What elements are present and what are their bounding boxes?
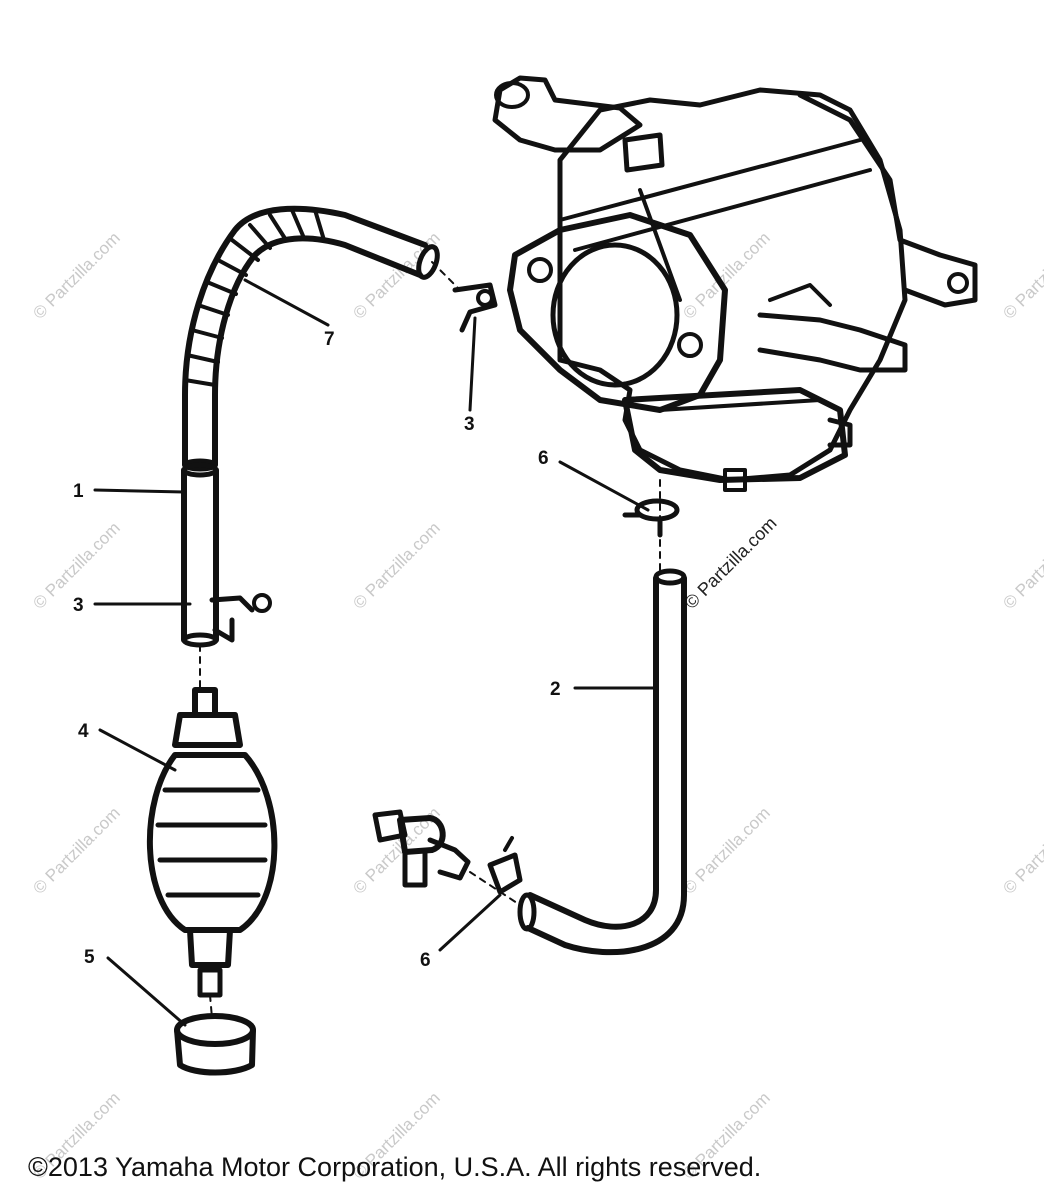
primer-bulb-4 [146, 687, 278, 998]
callout-4: 4 [78, 721, 89, 742]
clip-5 [174, 1013, 256, 1076]
fuel-joint [372, 809, 471, 888]
copyright-notice: ©2013 Yamaha Motor Corporation, U.S.A. A… [28, 1152, 762, 1182]
callout-6-upper: 6 [538, 448, 549, 469]
leader-5 [106, 956, 187, 1027]
hose-7 [182, 205, 440, 472]
watermark: © Partzilla.com [349, 518, 443, 612]
carburetor-drawing [492, 75, 978, 492]
hose-2 [517, 568, 687, 956]
clamp-3-upper [452, 282, 498, 333]
callout-5: 5 [84, 947, 95, 968]
leader-6-lower [438, 893, 502, 952]
watermark: © Partzilla.com [29, 803, 123, 897]
watermark: © Partzilla.com [999, 803, 1044, 897]
leader-lines [93, 261, 661, 1027]
leader-1 [93, 488, 186, 494]
watermark-center: © Partzilla.com [681, 513, 781, 613]
leader-6-upper [558, 460, 650, 512]
leader-4 [98, 728, 177, 772]
watermark: © Partzilla.com [679, 803, 773, 897]
clamp-6-upper [622, 498, 680, 538]
watermark: © Partzilla.com [999, 518, 1044, 612]
leader-7 [243, 278, 330, 327]
watermark: © Partzilla.com [29, 228, 123, 322]
callout-3-lower: 3 [73, 595, 84, 616]
callout-6-lower: 6 [420, 950, 431, 971]
clamp-3-lower [209, 593, 272, 643]
clamp-6-lower [487, 836, 523, 895]
callout-1: 1 [73, 481, 84, 502]
leader-3-upper [468, 316, 477, 412]
callout-2: 2 [550, 679, 561, 700]
watermark: © Partzilla.com [999, 228, 1044, 322]
hose-1 [181, 462, 219, 648]
callout-3-upper: 3 [464, 414, 475, 435]
callout-labels: 1 3 4 5 2 6 6 3 7 [73, 329, 561, 971]
callout-7: 7 [324, 329, 335, 350]
